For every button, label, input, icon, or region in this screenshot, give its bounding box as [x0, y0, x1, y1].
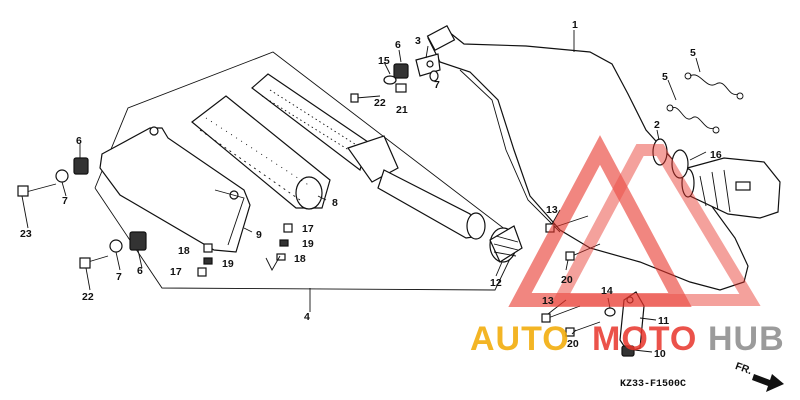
callout-5b: 5 — [662, 71, 668, 83]
callout-16: 16 — [710, 149, 722, 161]
callout-17a: 17 — [302, 223, 314, 235]
part-callouts: 1 2 3 4 5 5 6 6 6 7 7 7 8 9 10 11 12 13 … — [20, 19, 722, 360]
callout-9: 9 — [256, 229, 262, 241]
callout-14: 14 — [601, 285, 613, 297]
lower-mount-hardware — [79, 231, 147, 269]
top-mount-hardware — [350, 53, 441, 103]
callout-23: 23 — [20, 228, 32, 240]
callout-20a: 20 — [561, 274, 573, 286]
callout-1: 1 — [572, 19, 578, 31]
watermark-text-moto: MOTO — [592, 320, 697, 358]
callout-7b: 7 — [62, 195, 68, 207]
callout-6a: 6 — [395, 39, 401, 51]
callout-20b: 20 — [567, 338, 579, 350]
callout-7a: 7 — [434, 79, 440, 91]
small-screws — [197, 223, 293, 277]
callout-19b: 19 — [222, 258, 234, 270]
callout-11: 11 — [658, 315, 669, 327]
muffler-side-cover — [99, 126, 251, 253]
spring-lower — [666, 104, 720, 134]
callout-3: 3 — [415, 35, 421, 47]
callout-6c: 6 — [137, 265, 143, 277]
left-mount-hardware — [17, 157, 89, 197]
callout-6b: 6 — [76, 135, 82, 147]
joint-collar — [489, 225, 523, 263]
muffler-body — [191, 95, 331, 210]
exhaust-tube — [679, 157, 781, 219]
front-direction-arrow: FR. — [734, 360, 784, 392]
callout-15: 15 — [378, 55, 390, 67]
callout-22a: 22 — [374, 97, 386, 109]
leader-lines — [21, 30, 707, 353]
watermark-logo: AUTO MOTO HUB — [470, 135, 785, 358]
spring-upper — [684, 72, 744, 100]
callout-4: 4 — [304, 311, 310, 323]
direction-label: FR. — [734, 360, 754, 377]
callout-12: 12 — [490, 277, 502, 289]
watermark-text-hub: HUB — [708, 320, 785, 358]
callout-18a: 18 — [178, 245, 190, 257]
callout-19a: 19 — [302, 238, 314, 250]
watermark-text-auto: AUTO — [470, 320, 570, 358]
callout-10: 10 — [654, 348, 666, 360]
callout-21: 21 — [396, 104, 408, 116]
callout-7c: 7 — [116, 271, 122, 283]
callout-8: 8 — [332, 197, 338, 209]
callout-13b: 13 — [542, 295, 554, 307]
callout-22b: 22 — [82, 291, 94, 303]
callout-17b: 17 — [170, 266, 182, 278]
o-ring — [652, 138, 689, 179]
callout-2: 2 — [654, 119, 660, 131]
drawing-code: KZ33-F1500C — [620, 379, 686, 390]
callout-18b: 18 — [294, 253, 306, 265]
callout-13a: 13 — [546, 204, 558, 216]
inner-pipe — [251, 73, 486, 240]
callout-5a: 5 — [690, 47, 696, 59]
